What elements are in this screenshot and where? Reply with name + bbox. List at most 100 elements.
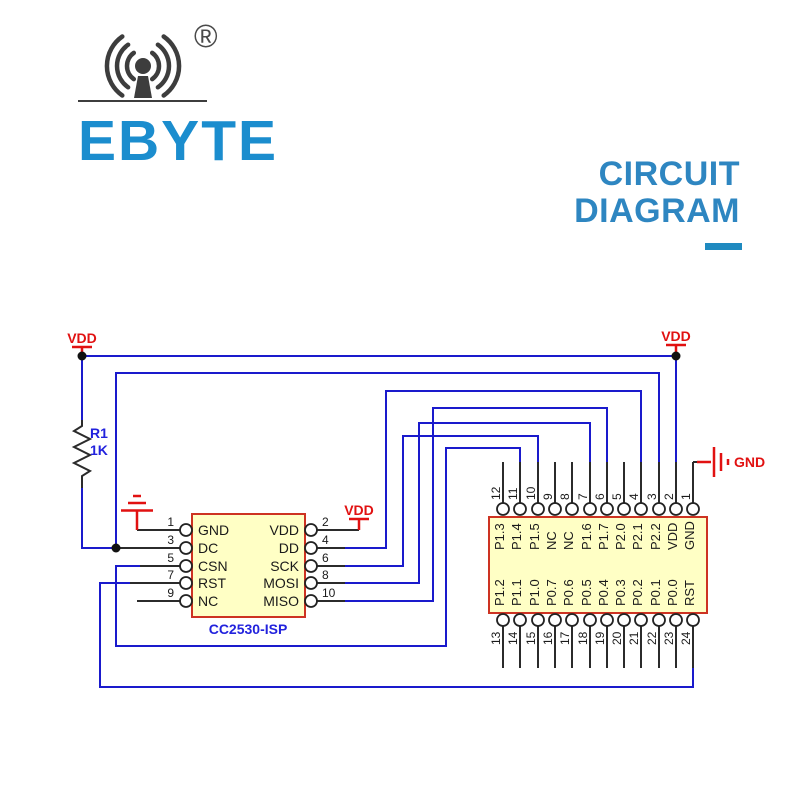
isp-pin9-circle (179, 594, 193, 608)
registered-mark: ® (194, 18, 218, 54)
ground-right-label: GND (734, 454, 765, 470)
module-pin-number: 3 (645, 493, 659, 500)
isp-pin-number: 8 (322, 568, 329, 582)
antenna-arc-right-1 (149, 50, 162, 82)
module-pin-number: 21 (627, 631, 641, 645)
wires (81, 355, 694, 688)
module-top-pin-circle (617, 502, 631, 516)
module-top-pin-circle (531, 502, 545, 516)
module-pin-label: NC (561, 531, 576, 550)
module-pin-label: P0.1 (648, 579, 663, 606)
module-pin-label: P1.3 (492, 523, 507, 550)
module-bottom-pin-circle (652, 613, 666, 627)
isp-pin-label: NC (198, 593, 218, 609)
vdd-left-label: VDD (67, 330, 97, 346)
module-pin-label: GND (682, 521, 697, 550)
wire-sck-p15 (345, 435, 539, 567)
module-bottom-stubs (502, 626, 694, 668)
junction-vdd-right (671, 351, 681, 361)
isp-pin-number: 7 (167, 568, 174, 582)
module-pin-number: 12 (489, 486, 503, 500)
isp-pin4-circle (304, 541, 318, 555)
module-pin-number: 5 (610, 493, 624, 500)
module-pin-number: 11 (506, 487, 520, 500)
module-pin-number: 22 (645, 631, 659, 645)
antenna-arc-left-2 (114, 42, 131, 90)
module-pin-label: P0.2 (630, 579, 645, 606)
isp-pin-label: DC (198, 540, 218, 556)
module-pin-label: P1.5 (527, 523, 542, 550)
module-top-pin-circle (634, 502, 648, 516)
antenna-pole (134, 76, 152, 98)
module-top-pin-circle (513, 502, 527, 516)
module-pin-label: P0.5 (579, 579, 594, 606)
resistor-value: 1K (90, 442, 108, 458)
module-pin-number: 2 (662, 493, 676, 500)
isp-pin-number: 2 (322, 515, 329, 529)
wire-mosi-p16 (345, 422, 591, 584)
module-pin-label: P0.4 (596, 579, 611, 606)
module-bottom-pin-circle (600, 613, 614, 627)
module-component: P1.3 P1.4 P1.5 NC NC P1.6 P1.7 P2.0 P2.1… (488, 486, 708, 645)
ground-isp-bars (121, 494, 153, 530)
isp-pin-number: 6 (322, 551, 329, 565)
module-pin-number: 14 (506, 631, 520, 645)
module-pin-label: VDD (665, 523, 680, 550)
isp-pin-number: 10 (322, 586, 336, 600)
ground-right-bars (697, 447, 730, 477)
antenna-arc-right-3 (161, 34, 182, 98)
module-top-pin-circle (686, 502, 700, 516)
antenna-arc-right-2 (155, 42, 172, 90)
isp-pin2-circle (304, 523, 318, 537)
vdd-right-label: VDD (661, 328, 691, 344)
vdd-symbol-left: VDD (67, 330, 97, 353)
module-pin-label: P1.4 (509, 523, 524, 550)
isp-component: GND DC CSN RST NC VDD DD SCK MOSI MISO 1… (167, 513, 336, 637)
isp-right-stubs (317, 529, 359, 602)
antenna-arc-left-3 (104, 34, 125, 98)
wire-r1-to-dc (81, 488, 116, 549)
junction-dc (111, 543, 121, 553)
module-pin-number: 7 (576, 493, 590, 500)
isp-pin10-circle (304, 594, 318, 608)
pin-stubs (116, 461, 697, 668)
antenna-dot (135, 58, 151, 74)
module-pin-label: P1.2 (492, 579, 507, 606)
module-pin-label: P0.0 (665, 579, 680, 606)
isp-pin-label: MOSI (263, 575, 299, 591)
headline-underline-bar (705, 243, 742, 250)
isp-pin-number: 9 (167, 586, 174, 600)
module-bottom-pin-circle (583, 613, 597, 627)
module-pin-label: NC (544, 531, 559, 550)
module-pin-number: 19 (593, 631, 607, 645)
wire-dd-p21 (345, 390, 642, 549)
module-pin-number: 4 (627, 493, 641, 500)
isp-pin1-circle (179, 523, 193, 537)
module-bottom-pin-circle (513, 613, 527, 627)
module-pin-label: P0.6 (561, 579, 576, 606)
module-pin-label: P2.1 (630, 523, 645, 550)
module-pin-number: 17 (558, 631, 572, 645)
headline-line1: CIRCUIT (598, 155, 740, 193)
module-pin-label: P1.1 (509, 579, 524, 606)
antenna-icon: ® (78, 18, 218, 102)
module-pin-number: 8 (558, 493, 572, 500)
module-top-pin-circle (548, 502, 562, 516)
isp-pin8-circle (304, 576, 318, 590)
ground-symbol-right: GND (697, 447, 765, 477)
isp-pin-label: CSN (198, 558, 228, 574)
module-body (488, 516, 708, 614)
module-bottom-pin-circle (548, 613, 562, 627)
module-pin-label: P0.3 (613, 579, 628, 606)
isp-pin-label: DD (279, 540, 299, 556)
isp-pin-number: 1 (167, 515, 174, 529)
isp-pin-number: 5 (167, 551, 174, 565)
vdd-symbol-right: VDD (661, 328, 691, 352)
module-bottom-pin-circle (617, 613, 631, 627)
module-bottom-pin-circle (634, 613, 648, 627)
vdd-symbol-isp: VDD (344, 502, 374, 530)
module-pin-label: P1.7 (596, 523, 611, 550)
module-pin-number: 18 (576, 631, 590, 645)
module-top-pin-circle (600, 502, 614, 516)
isp-pin-number: 4 (322, 533, 329, 547)
